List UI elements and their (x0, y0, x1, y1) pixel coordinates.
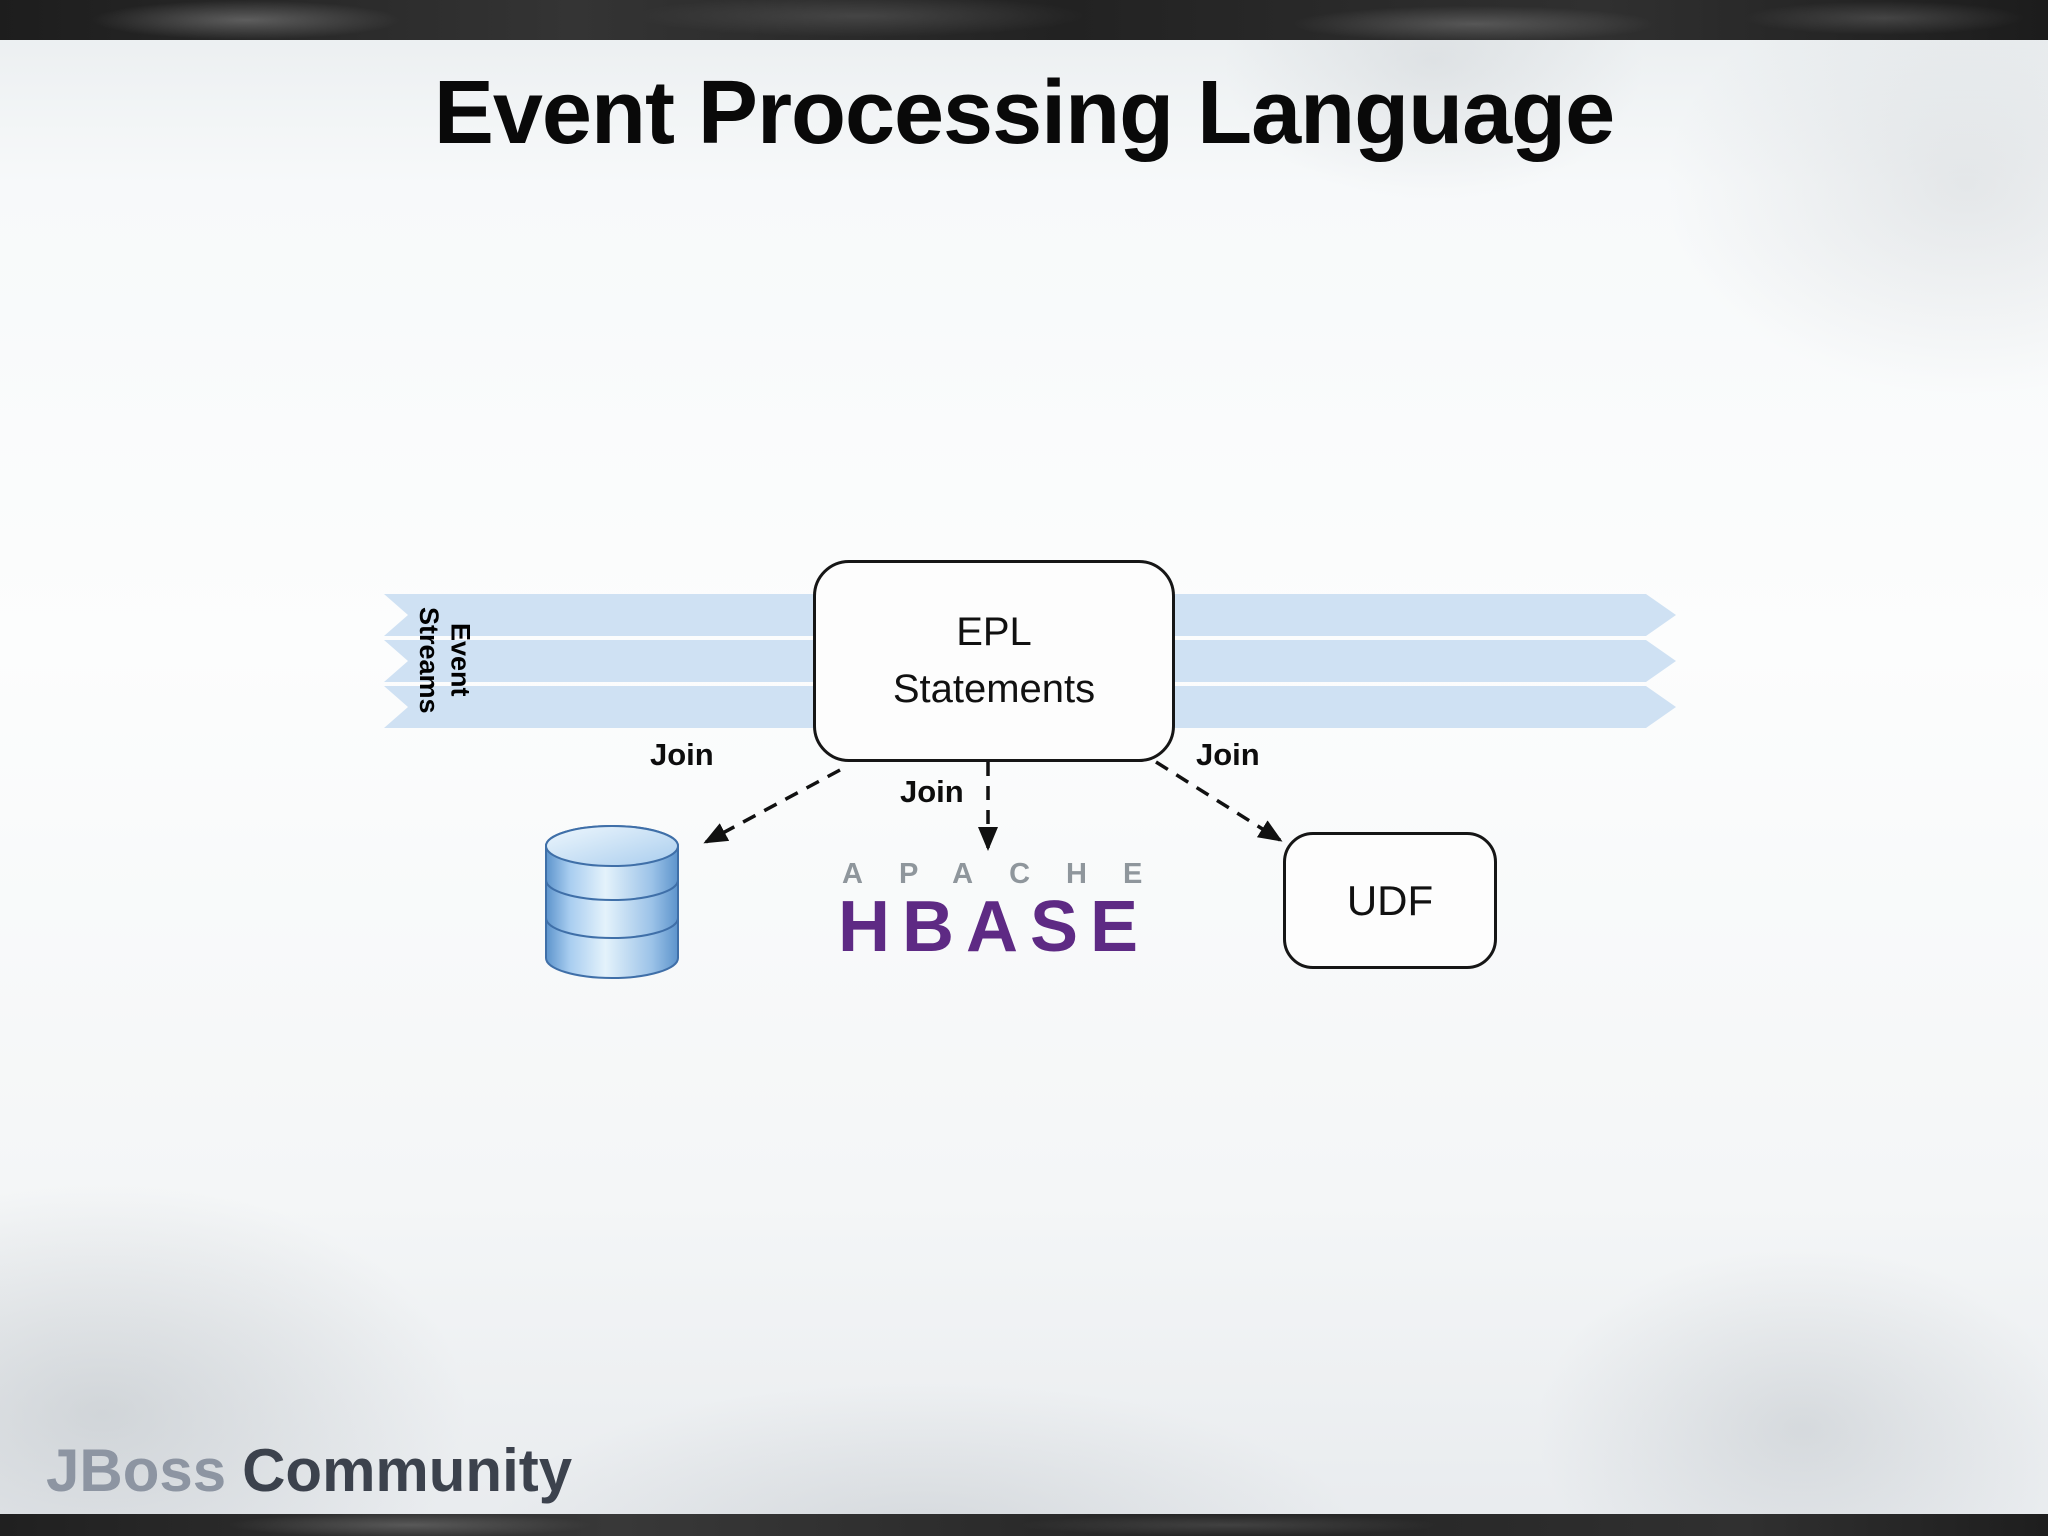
udf-box: UDF (1283, 832, 1497, 969)
epl-box-line2: Statements (892, 667, 1096, 711)
event-streams-label: Event Streams (412, 590, 476, 730)
epl-box-line1: EPL (956, 610, 1032, 654)
epl-statements-box: EPL Statements (813, 560, 1175, 762)
dashed-arrow-to-udf (1155, 760, 1283, 842)
top-texture-bar (0, 0, 2048, 40)
join-label-left: Join (650, 737, 714, 772)
event-streams-label-line1: Event (445, 623, 476, 697)
jboss-wordmark: JBoss (46, 1437, 227, 1504)
join-label-right: Join (1196, 737, 1260, 772)
dashed-arrow-to-database (703, 768, 841, 844)
apache-wordmark: APACHE (842, 858, 1179, 890)
event-streams-label-line2: Streams (413, 606, 444, 714)
bottom-texture-bar (0, 1514, 2048, 1536)
community-wordmark: Community (242, 1437, 573, 1504)
hbase-wordmark: HBASE (838, 887, 1151, 967)
database-cylinder-icon (545, 825, 679, 979)
hbase-logo: APACHE HBASE (838, 858, 1168, 963)
slide-title: Event Processing Language (433, 63, 1615, 163)
join-label-center: Join (900, 774, 964, 809)
udf-label: UDF (1346, 876, 1434, 924)
